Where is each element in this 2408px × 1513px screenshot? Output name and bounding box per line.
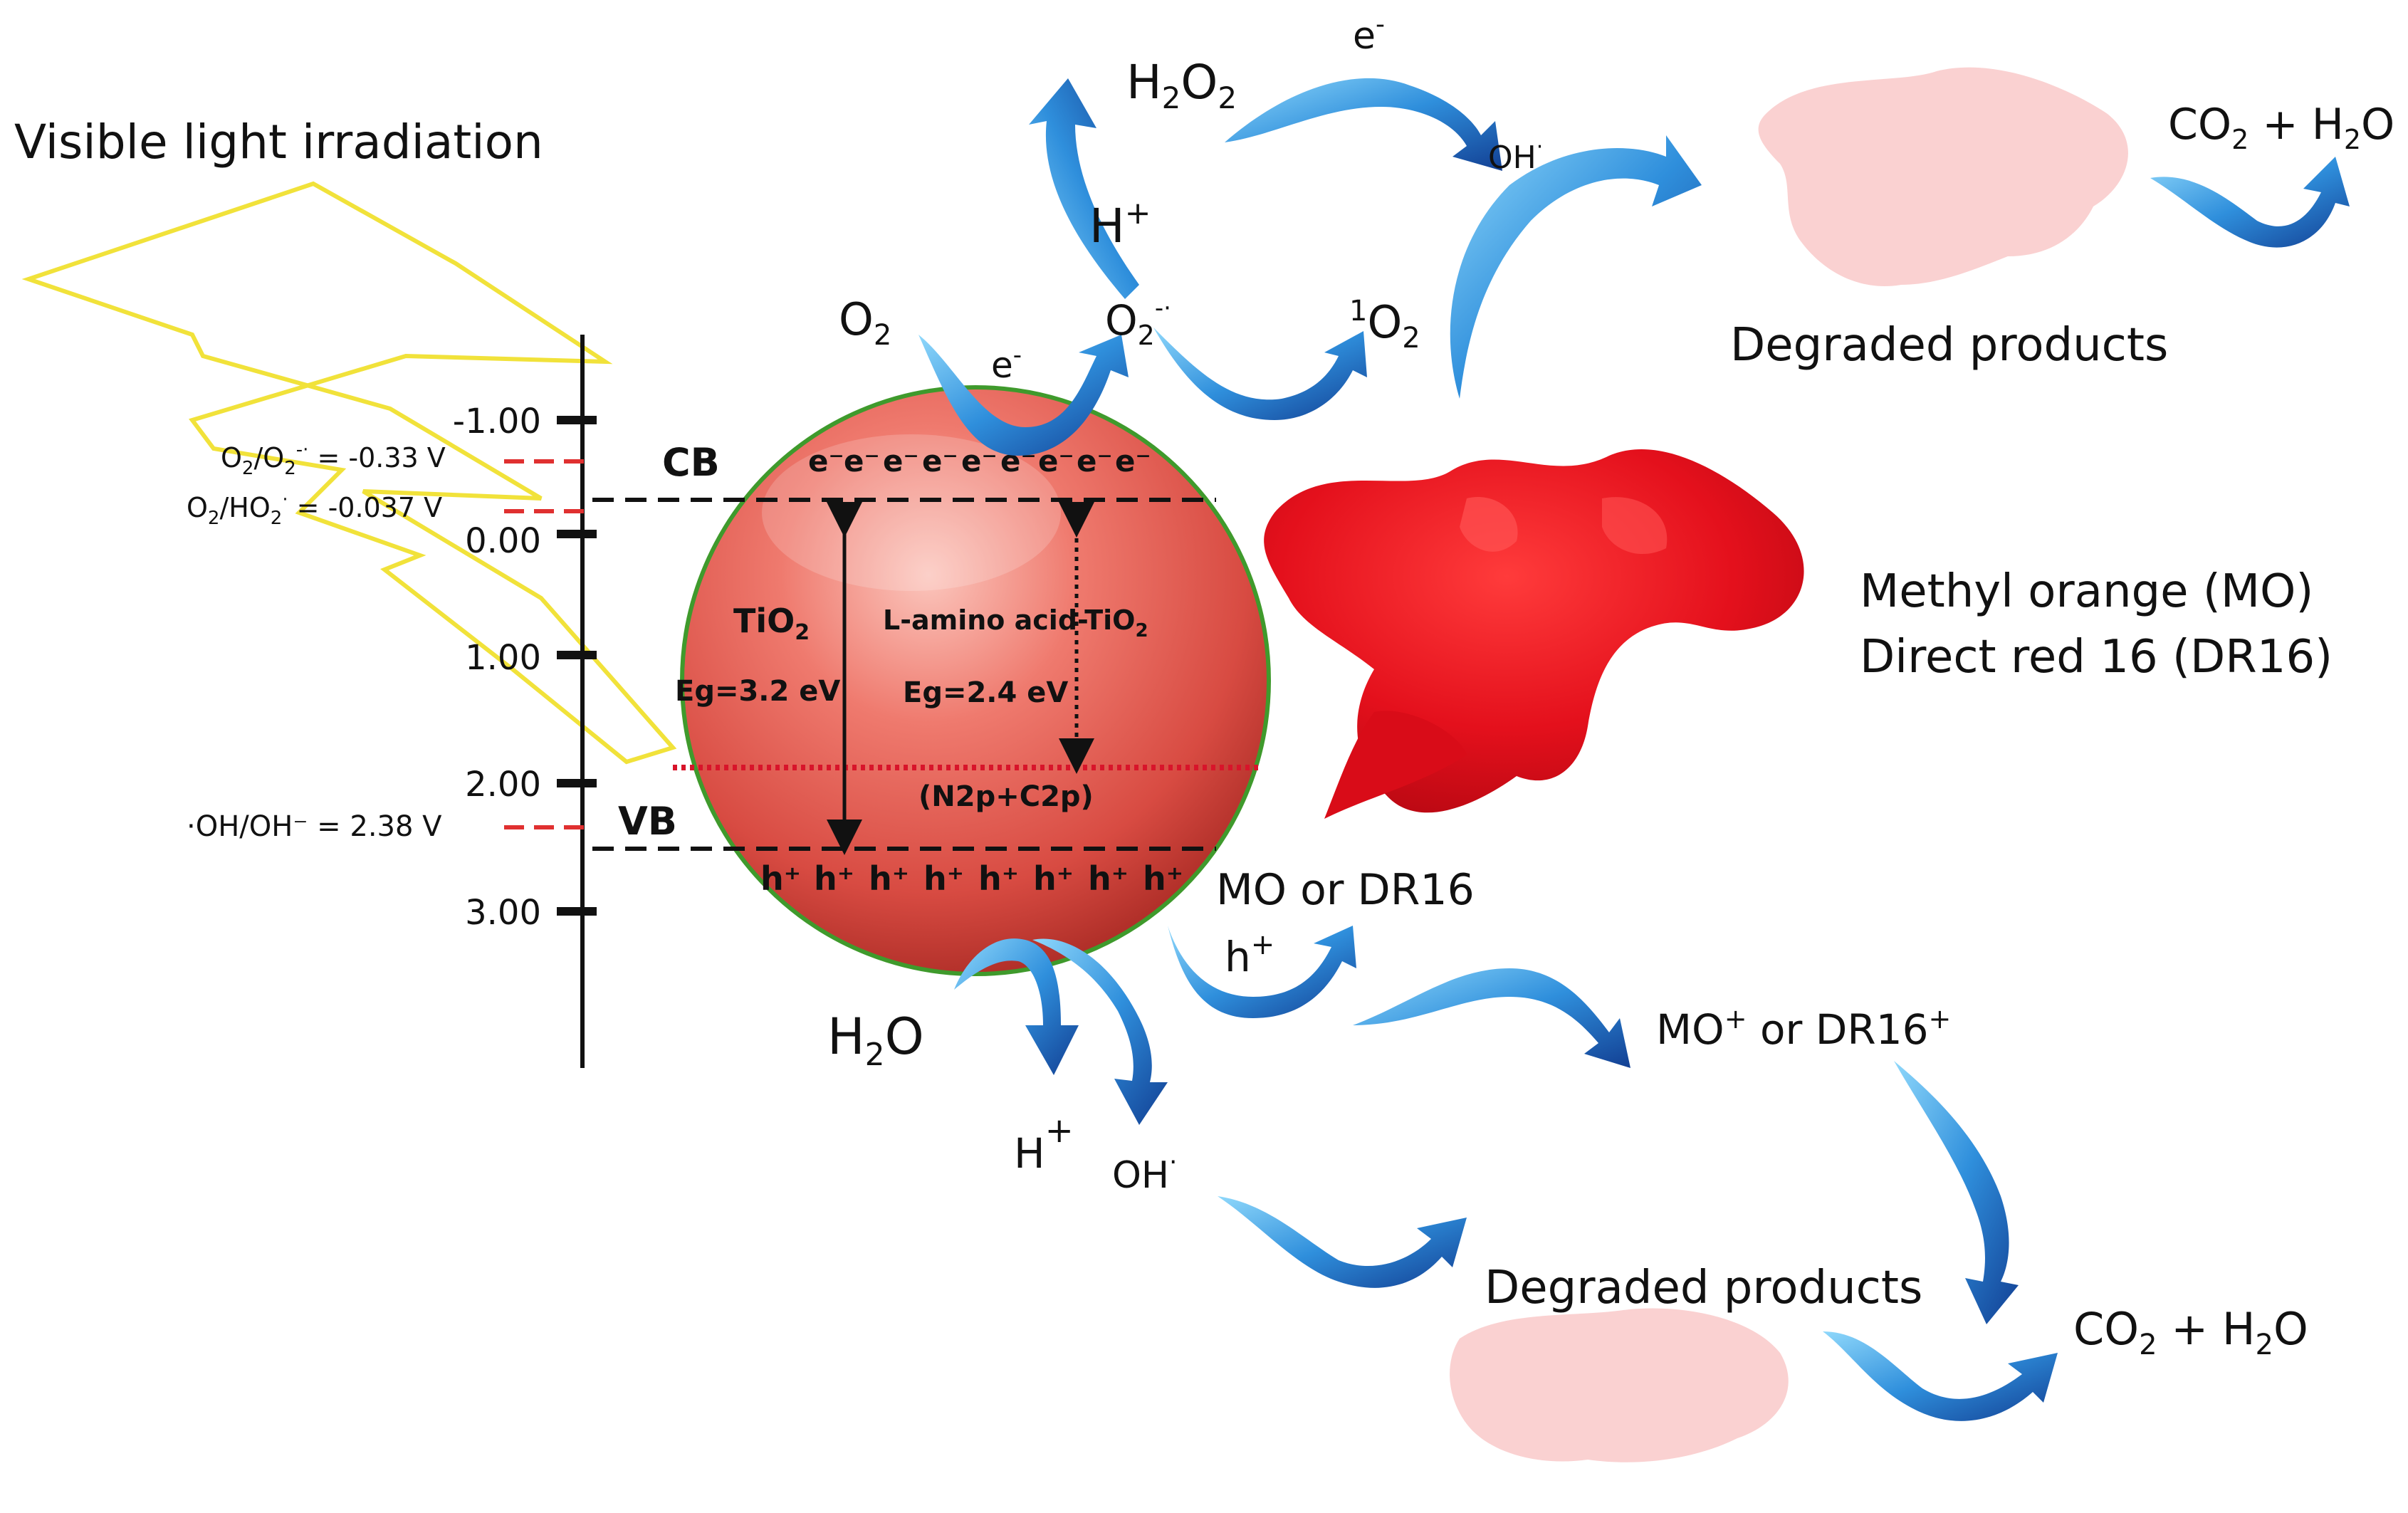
degraded-splash-top <box>1758 67 2128 286</box>
svg-text:e⁻: e⁻ <box>922 444 958 478</box>
arrow-superoxide-to-h2o2 <box>1029 78 1139 299</box>
arrow-o2-to-superoxide <box>918 335 1129 456</box>
tick-label-neg1: -1.00 <box>453 402 541 441</box>
redox-label-ho2: O2/HO2· = -0.037 V <box>187 489 442 529</box>
lightning-bolt-icon <box>21 181 677 765</box>
co2-h2o-bottom-label: CO2 + H2O <box>2073 1303 2308 1361</box>
tick-label-2: 2.00 <box>465 765 541 805</box>
mo-cation-label: MO+ or DR16+ <box>1656 1003 1951 1054</box>
arrow-hole-to-dye <box>1168 926 1356 1018</box>
superoxide-label: O2-· <box>1105 294 1171 351</box>
cb-label: CB <box>662 440 720 485</box>
svg-text:e⁻: e⁻ <box>883 444 919 478</box>
arrow-superoxide-to-singlet <box>1153 328 1367 420</box>
arrow-dye-to-cation <box>1353 968 1630 1068</box>
doped-label: L-amino acid-TiO2 <box>883 604 1148 642</box>
dye-splash-image <box>1264 449 1804 819</box>
h-plus-hole-label: h+ <box>1225 928 1274 981</box>
h-plus-top-label: H+ <box>1089 195 1151 253</box>
h-plus-bottom-label: H+ <box>1014 1111 1074 1178</box>
arrow-h2o2-to-oh <box>1225 78 1502 171</box>
light-label: Visible light irradiation <box>14 115 543 169</box>
tick-label-1: 1.00 <box>465 638 541 678</box>
degraded-bottom-label: Degraded products <box>1485 1262 1922 1314</box>
svg-text:e⁻: e⁻ <box>1077 444 1113 478</box>
svg-text:e⁻: e⁻ <box>961 444 998 478</box>
svg-text:h⁺: h⁺ <box>814 859 854 898</box>
vb-label: VB <box>618 799 677 844</box>
mo-dr16-label: MO or DR16 <box>1216 865 1475 915</box>
hole-row: h⁺ h⁺ h⁺ h⁺ h⁺ h⁺ h⁺ h⁺ <box>760 859 1183 898</box>
singlet-o2-label: 1O2 <box>1349 295 1420 355</box>
h2o-label: H2O <box>827 1007 924 1073</box>
degraded-top-label: Degraded products <box>1730 319 2168 372</box>
svg-text:h⁺: h⁺ <box>1033 859 1074 898</box>
svg-text:h⁺: h⁺ <box>869 859 909 898</box>
tick-label-3: 3.00 <box>465 893 541 933</box>
svg-text:e⁻: e⁻ <box>1115 444 1151 478</box>
arrow-h2o-to-oh <box>1032 938 1168 1125</box>
dyes-line1-label: Methyl orange (MO) <box>1860 565 2313 618</box>
svg-text:e⁻: e⁻ <box>844 444 880 478</box>
svg-text:h⁺: h⁺ <box>760 859 801 898</box>
midgap-label: (N2p+C2p) <box>918 780 1094 813</box>
arrow-oh-to-degraded-top <box>1450 135 1702 399</box>
o2-label: O2 <box>839 293 891 352</box>
svg-text:h⁺: h⁺ <box>1088 859 1129 898</box>
svg-text:e⁻: e⁻ <box>808 444 844 478</box>
e-minus-cb-label: e- <box>991 341 1022 386</box>
tick-label-0: 0.00 <box>465 521 541 561</box>
svg-text:h⁺: h⁺ <box>978 859 1019 898</box>
dyes-line2-label: Direct red 16 (DR16) <box>1860 631 2333 684</box>
svg-text:h⁺: h⁺ <box>1143 859 1183 898</box>
oh-radical-top-label: OH· <box>1488 135 1543 176</box>
co2-h2o-top-label: CO2 + H2O <box>2168 100 2394 155</box>
arrow-degraded-to-co2-top <box>2150 157 2350 248</box>
arrow-oh-to-degraded-bottom <box>1218 1196 1467 1288</box>
tio2-label: TiO2 <box>733 602 810 645</box>
oh-radical-bottom-label: OH· <box>1112 1148 1177 1197</box>
arrow-degraded-to-co2-bottom <box>1823 1331 2058 1421</box>
svg-text:h⁺: h⁺ <box>923 859 964 898</box>
e-minus-top-label: e- <box>1353 10 1385 58</box>
arrow-cation-to-degraded <box>1894 1061 2019 1324</box>
redox-label-o2: O2/O2-· = -0.33 V <box>221 439 446 479</box>
energy-axis: -1.00 0.00 1.00 2.00 3.00 <box>453 335 597 1068</box>
redox-label-oh: ·OH/OH⁻ = 2.38 V <box>187 810 442 843</box>
h2o2-label: H2O2 <box>1126 55 1237 115</box>
arrow-h2o-to-h-plus <box>954 938 1079 1075</box>
tio2-gap-label: Eg=3.2 eV <box>675 675 840 708</box>
electron-row: e⁻ e⁻ e⁻ e⁻ e⁻ e⁻ e⁻ e⁻ e⁻ <box>808 444 1151 478</box>
blue-arrows <box>918 78 2350 1421</box>
degraded-splash-bottom <box>1450 1308 1789 1462</box>
doped-gap-label: Eg=2.4 eV <box>903 676 1068 709</box>
